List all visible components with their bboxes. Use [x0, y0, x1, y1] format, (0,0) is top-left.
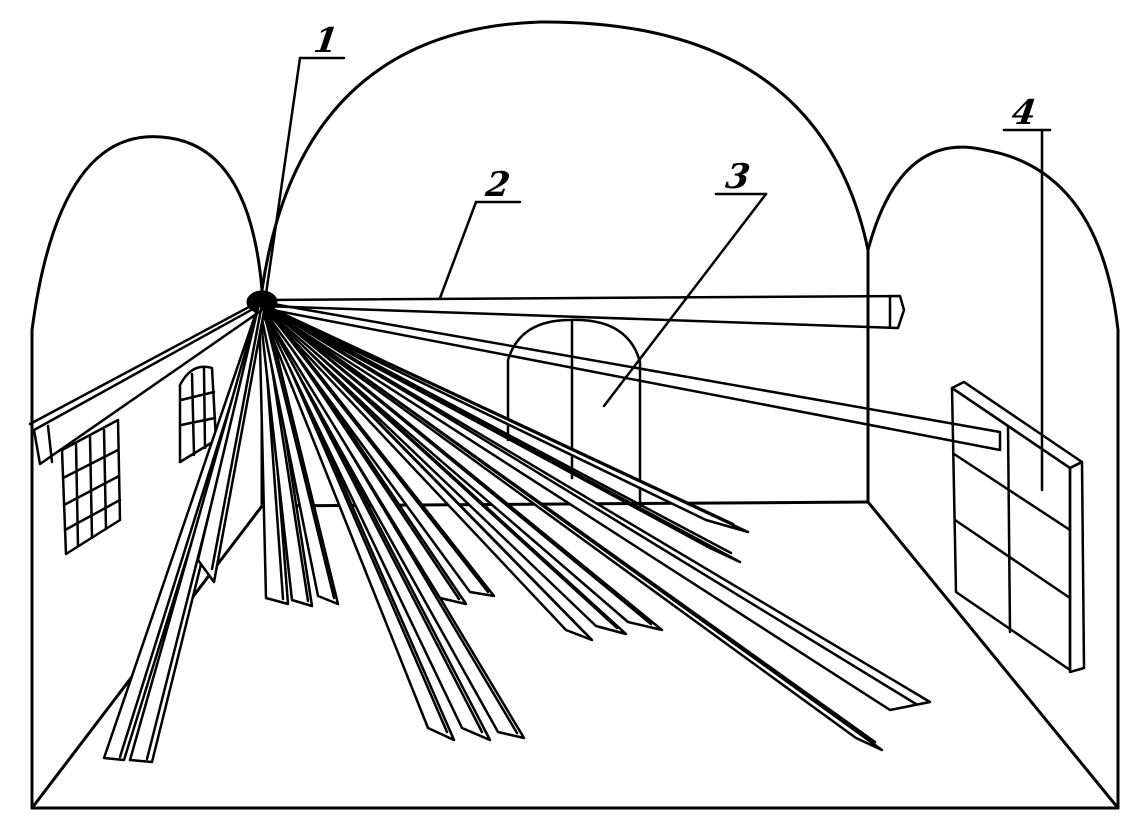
window-grate-line — [62, 474, 121, 507]
callout-3-pointer — [602, 192, 768, 408]
panel-divider — [953, 518, 1072, 600]
upper-beam-body — [260, 294, 906, 330]
light-beam-edge — [260, 302, 733, 555]
left-vault-arch — [30, 135, 264, 332]
room-outline — [30, 20, 1120, 810]
window-grate-line — [179, 416, 217, 427]
window-grate-line — [179, 390, 216, 402]
light-beam-edge — [260, 302, 336, 600]
left-beam-end — [46, 424, 54, 464]
doorway-arch — [506, 318, 642, 508]
callout-2-pointer — [438, 200, 478, 300]
window-grate-line — [74, 442, 80, 548]
light-beam-edge — [260, 302, 490, 594]
panel-depth — [1068, 460, 1086, 674]
left-beam — [28, 298, 264, 466]
window-grate-line — [190, 372, 196, 457]
callout-2-label: 2 — [483, 165, 513, 205]
left-beam-body — [32, 302, 264, 466]
left-window-upper — [178, 365, 218, 464]
callout-4-label: 4 — [1009, 93, 1039, 133]
left-wall-windows — [60, 365, 218, 556]
left-window-lower — [60, 418, 122, 556]
right-vault-arch — [866, 145, 1120, 332]
light-beams — [102, 302, 932, 764]
upper-beam — [260, 294, 906, 330]
light-beam-edge — [260, 302, 653, 626]
callout-1-pointer — [264, 56, 302, 296]
window-grate-line — [63, 498, 122, 532]
panel-divider — [952, 452, 1072, 532]
window-grate-line — [61, 448, 120, 480]
panel-side — [950, 380, 1084, 470]
right-wall-panel — [950, 380, 1086, 674]
central-vault-arch — [260, 20, 870, 292]
floor-right-diagonal — [866, 500, 1120, 810]
callout-leaders — [264, 56, 1052, 492]
window-grate-line — [202, 366, 207, 450]
light-beam-edge — [210, 302, 264, 571]
callout-3-label: 3 — [723, 157, 753, 197]
window-grate-line — [102, 428, 108, 531]
callout-1-label: 1 — [311, 21, 341, 61]
panel-divider — [1006, 424, 1012, 634]
light-beam-edge — [260, 302, 877, 744]
left-beam-top — [28, 298, 264, 426]
light-beam-edge — [260, 302, 735, 526]
light-beam-edge — [260, 302, 918, 706]
window-grate-line — [88, 435, 94, 540]
